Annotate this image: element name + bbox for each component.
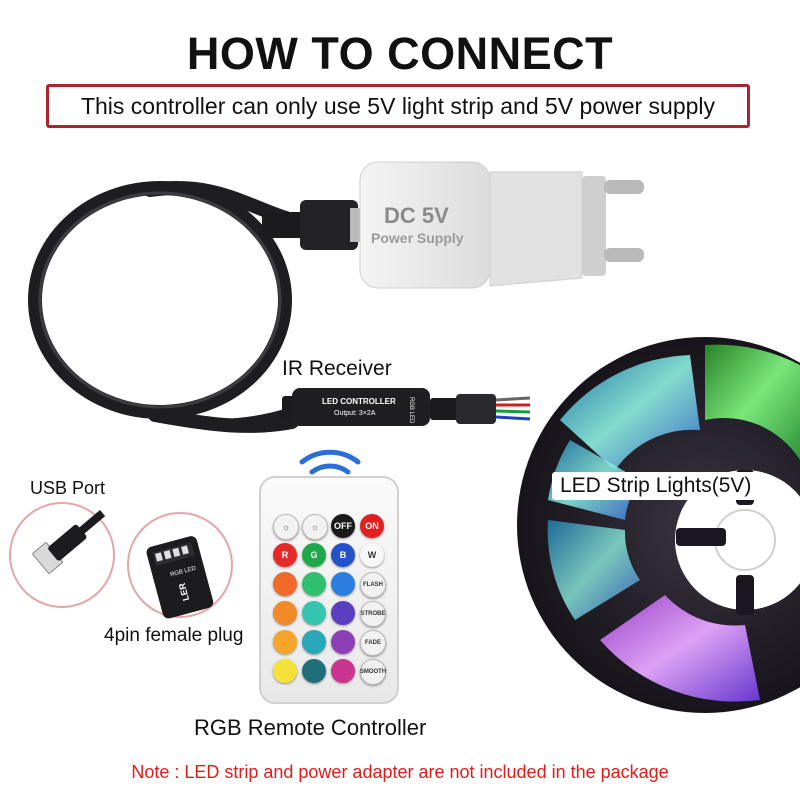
power-adapter xyxy=(359,161,644,289)
brightness-up-icon[interactable]: ☼ xyxy=(302,514,328,540)
remote-button-off[interactable]: OFF xyxy=(331,514,355,538)
remote-color-button[interactable] xyxy=(273,659,297,683)
page-title: HOW TO CONNECT xyxy=(186,28,614,79)
remote-label: RGB Remote Controller xyxy=(194,715,427,740)
usb-port-closeup xyxy=(9,502,115,608)
remote-button-b[interactable]: B xyxy=(331,543,355,567)
remote-color-button[interactable] xyxy=(302,572,326,596)
adapter-voltage-text: DC 5V xyxy=(384,203,449,228)
rgb-wires xyxy=(495,396,531,421)
remote-color-button[interactable] xyxy=(331,572,355,596)
usb-plug xyxy=(262,200,362,250)
remote-button-flash[interactable]: FLASH xyxy=(360,572,386,598)
female-plug-label: 4pin female plug xyxy=(104,625,244,646)
remote-button-strobe[interactable]: STROBE xyxy=(360,601,386,627)
remote-color-button[interactable] xyxy=(331,630,355,654)
controller-label: LED CONTROLLER xyxy=(322,397,396,406)
remote-button-on[interactable]: ON xyxy=(360,514,384,538)
controller-output: Output: 3×2A xyxy=(334,410,376,417)
controller-side-label: RGB LED xyxy=(408,397,414,424)
remote-button-fade[interactable]: FADE xyxy=(360,630,386,656)
led-strip-reel xyxy=(517,337,800,713)
led-strip-label: LED Strip Lights(5V) xyxy=(552,472,760,500)
remote-color-button[interactable] xyxy=(273,601,297,625)
remote-button-smooth[interactable]: SMOOTH xyxy=(360,659,386,685)
female-plug-closeup xyxy=(127,512,233,619)
ir-receiver-label: IR Receiver xyxy=(282,357,392,380)
adapter-subtext: Power Supply xyxy=(371,230,464,246)
brightness-down-icon[interactable]: ☼ xyxy=(273,514,299,540)
remote-color-button[interactable] xyxy=(331,601,355,625)
remote-color-button[interactable] xyxy=(273,630,297,654)
remote-color-button[interactable] xyxy=(302,601,326,625)
package-note: Note : LED strip and power adapter are n… xyxy=(131,762,669,782)
remote-button-r[interactable]: R xyxy=(273,543,297,567)
remote-button-w[interactable]: W xyxy=(360,543,384,567)
remote-color-button[interactable] xyxy=(302,659,326,683)
remote-color-button[interactable] xyxy=(331,659,355,683)
remote-button-g[interactable]: G xyxy=(302,543,326,567)
remote-color-button[interactable] xyxy=(273,572,297,596)
ir-controller xyxy=(282,388,496,426)
remote-color-button[interactable] xyxy=(302,630,326,654)
warning-box: This controller can only use 5V light st… xyxy=(46,84,750,128)
usb-port-label: USB Port xyxy=(30,478,106,498)
